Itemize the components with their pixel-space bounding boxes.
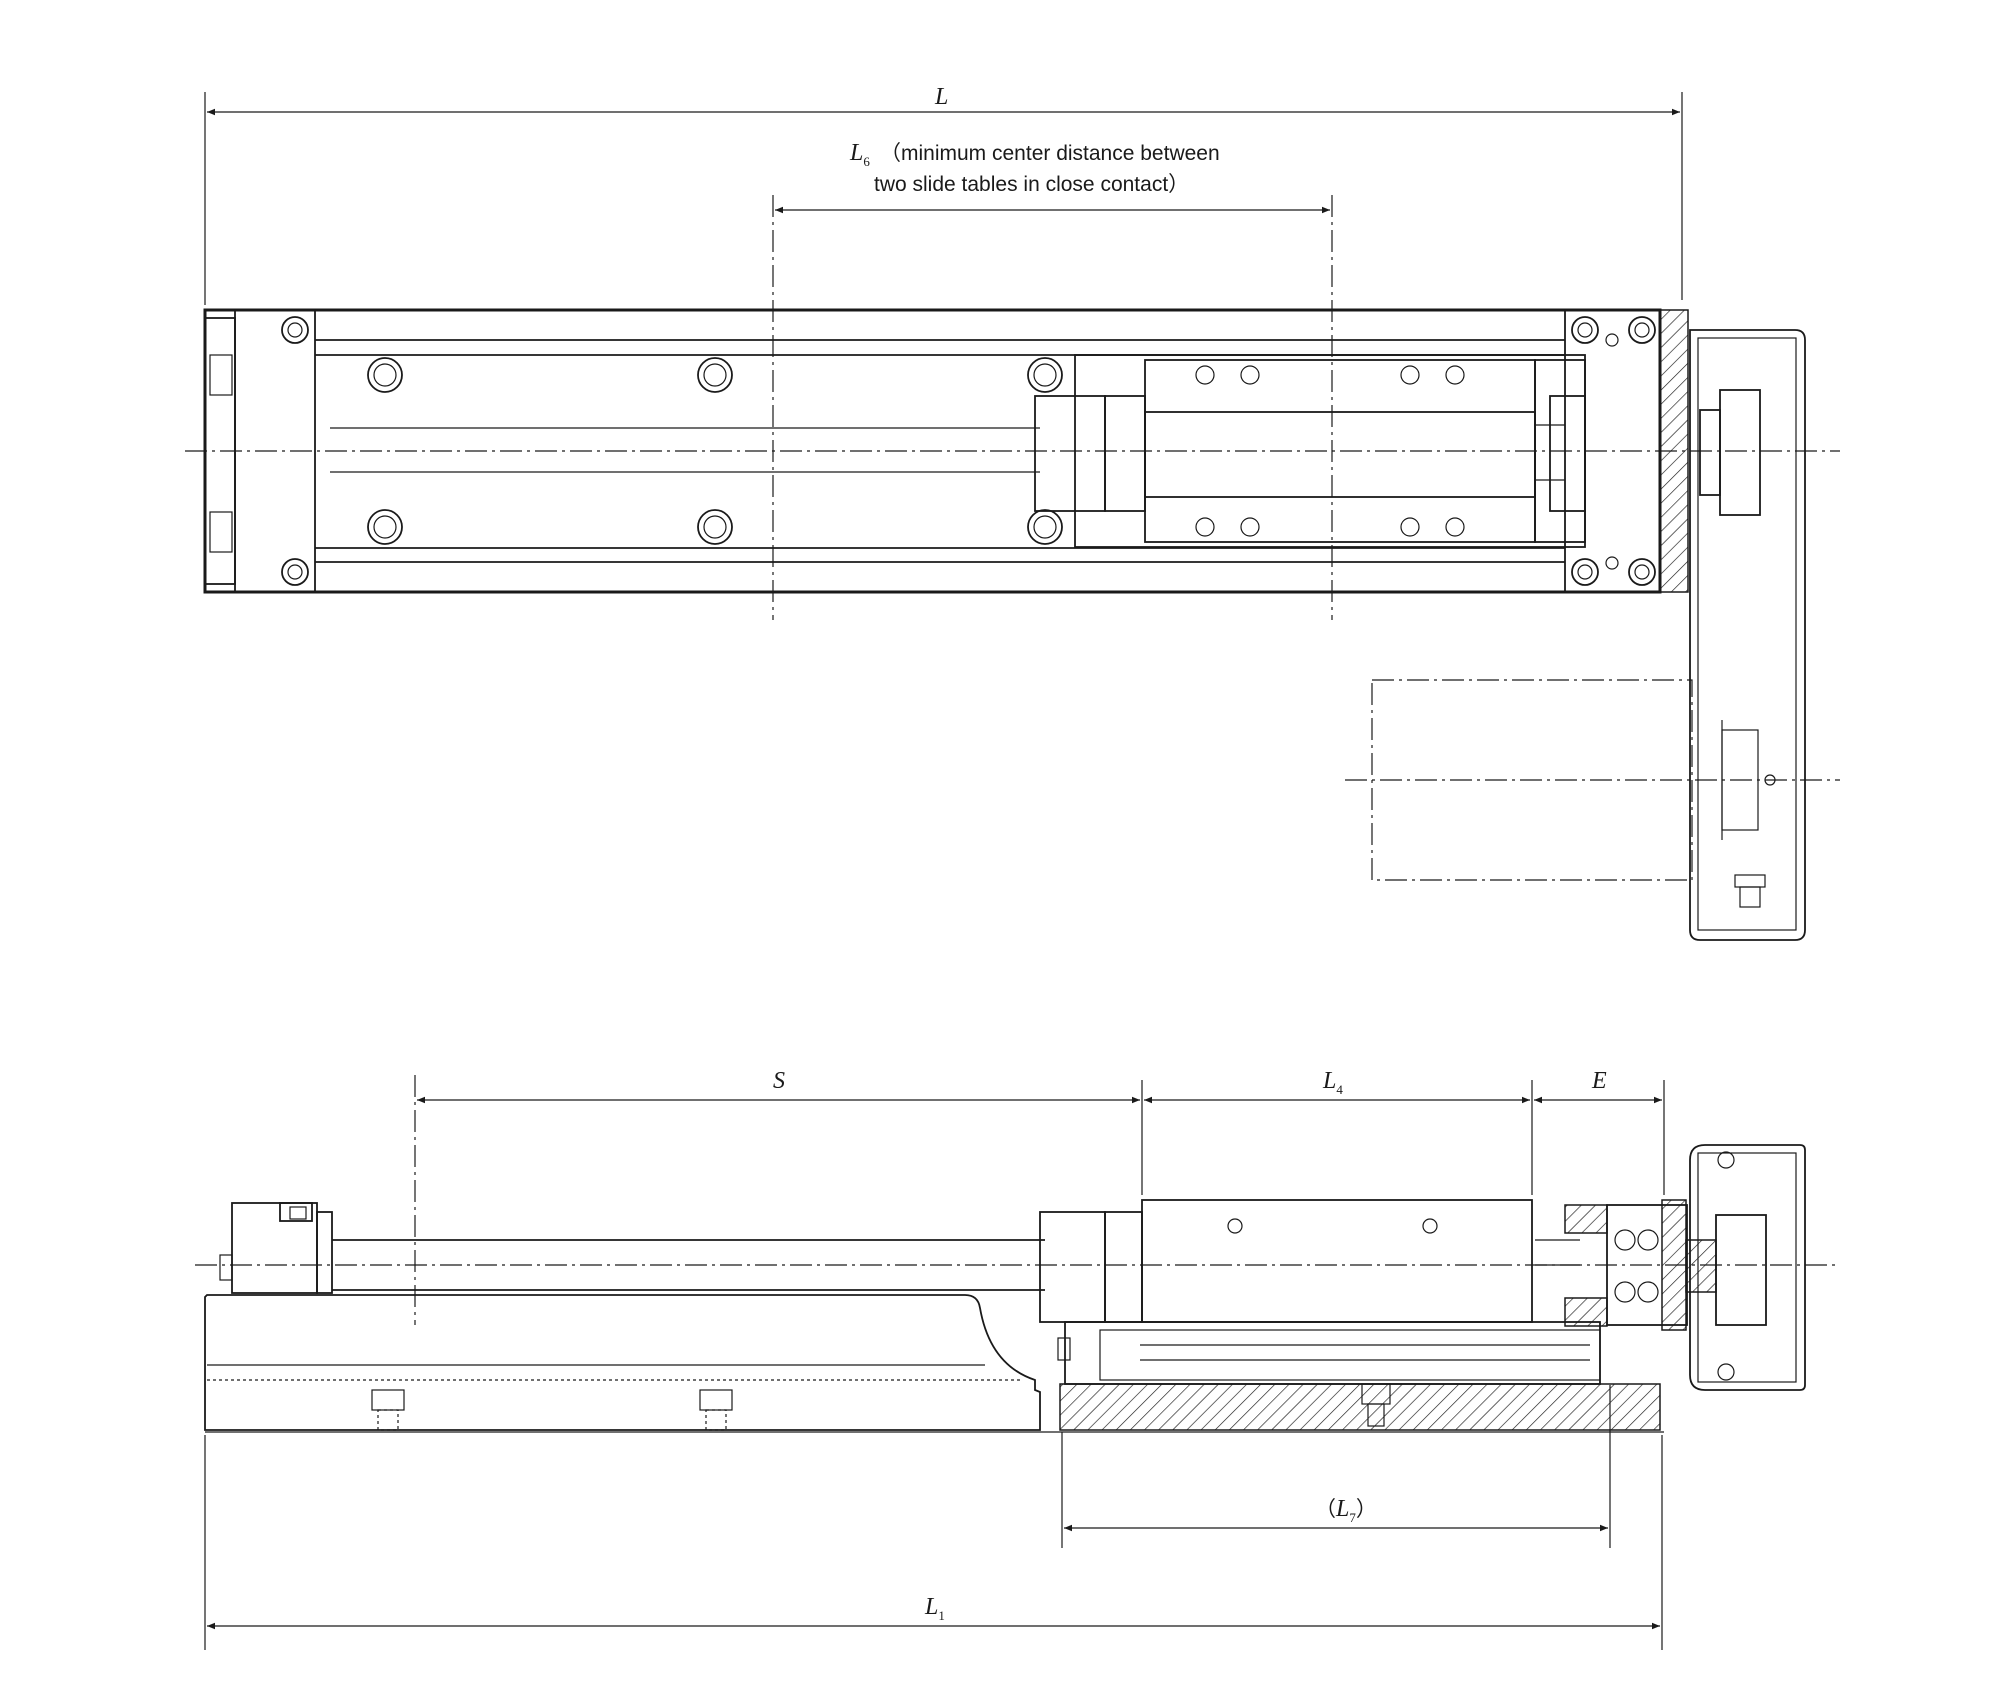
- dimension-E: E: [1534, 1068, 1665, 1195]
- label-S: S: [773, 1068, 785, 1094]
- dimension-L: L: [204, 84, 1683, 305]
- dimension-L6: L6 （minimum center distance between two …: [772, 140, 1333, 620]
- label-L1: L1: [924, 1594, 945, 1623]
- label-L6: L6: [849, 140, 870, 169]
- label-L6-note-line1: （minimum center distance between: [880, 142, 1220, 165]
- label-L: L: [934, 84, 948, 110]
- label-E: E: [1591, 1068, 1607, 1094]
- dimension-L1: L1: [204, 1431, 1664, 1650]
- label-L7: （L7）: [1315, 1496, 1377, 1525]
- label-L4: L4: [1322, 1068, 1343, 1097]
- side-view: S L4 E: [195, 1068, 1840, 1650]
- label-L6-note-line2: two slide tables in close contact）: [874, 173, 1189, 196]
- dimension-S: S: [414, 1068, 1143, 1325]
- dimension-L4: L4: [1144, 1068, 1533, 1195]
- top-view: L L6 （minimum center distance between tw…: [185, 84, 1840, 941]
- side-body: [204, 1144, 1806, 1431]
- top-motor-cover: [1371, 329, 1806, 941]
- dimension-L7: （L7）: [1061, 1385, 1611, 1548]
